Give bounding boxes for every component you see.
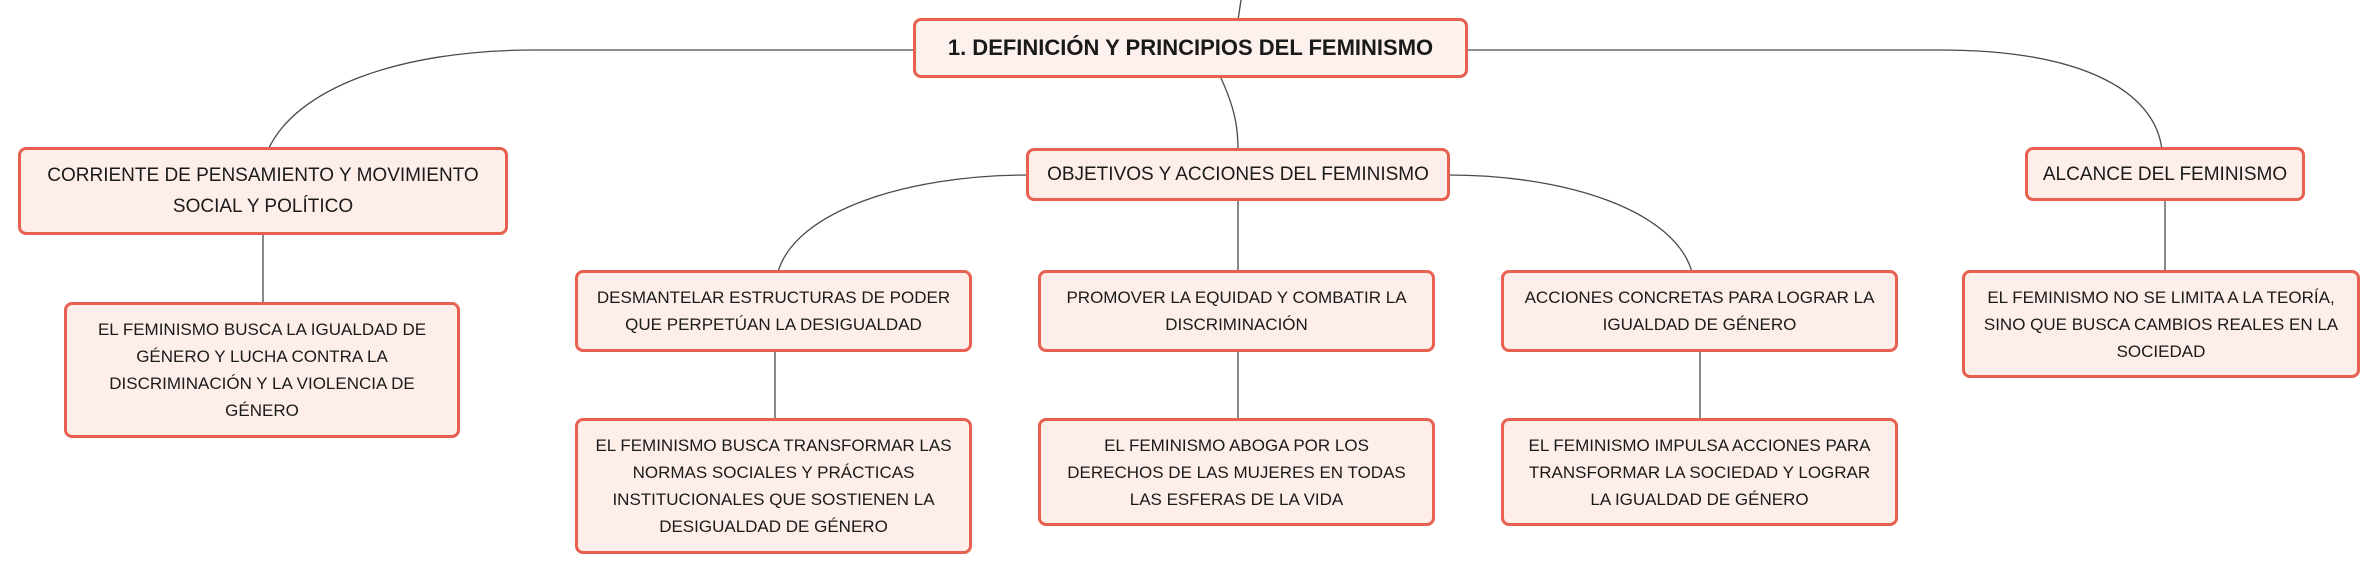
root-node[interactable]: 1. DEFINICIÓN Y PRINCIPIOS DEL FEMINISMO <box>913 18 1468 78</box>
promover-detail-node[interactable]: EL FEMINISMO ABOGA POR LOS DERECHOS DE L… <box>1038 418 1435 526</box>
corriente-detail-node[interactable]: EL FEMINISMO BUSCA LA IGUALDAD DE GÉNERO… <box>64 302 460 438</box>
branch-corriente-node[interactable]: CORRIENTE DE PENSAMIENTO Y MOVIMIENTO SO… <box>18 147 508 235</box>
branch-objetivos-node[interactable]: OBJETIVOS Y ACCIONES DEL FEMINISMO <box>1026 148 1450 201</box>
alcance-detail-node[interactable]: EL FEMINISMO NO SE LIMITA A LA TEORÍA, S… <box>1962 270 2360 378</box>
connector-objetivos-to-desmantelar <box>777 174 1029 273</box>
connector-root-to-corriente <box>267 49 913 151</box>
connector-root-to-alcance <box>1468 49 2163 151</box>
promover-node[interactable]: PROMOVER LA EQUIDAD Y COMBATIR LA DISCRI… <box>1038 270 1435 352</box>
branch-alcance-node[interactable]: ALCANCE DEL FEMINISMO <box>2025 147 2305 201</box>
desmantelar-detail-node[interactable]: EL FEMINISMO BUSCA TRANSFORMAR LAS NORMA… <box>575 418 972 554</box>
connector-objetivos-to-acciones <box>1447 174 1693 273</box>
acciones-node[interactable]: ACCIONES CONCRETAS PARA LOGRAR LA IGUALD… <box>1501 270 1898 352</box>
acciones-detail-node[interactable]: EL FEMINISMO IMPULSA ACCIONES PARA TRANS… <box>1501 418 1898 526</box>
connector-root-to-objetivos <box>1219 75 1239 151</box>
desmantelar-node[interactable]: DESMANTELAR ESTRUCTURAS DE PODER QUE PER… <box>575 270 972 352</box>
connector-root-incoming <box>1237 0 1242 21</box>
